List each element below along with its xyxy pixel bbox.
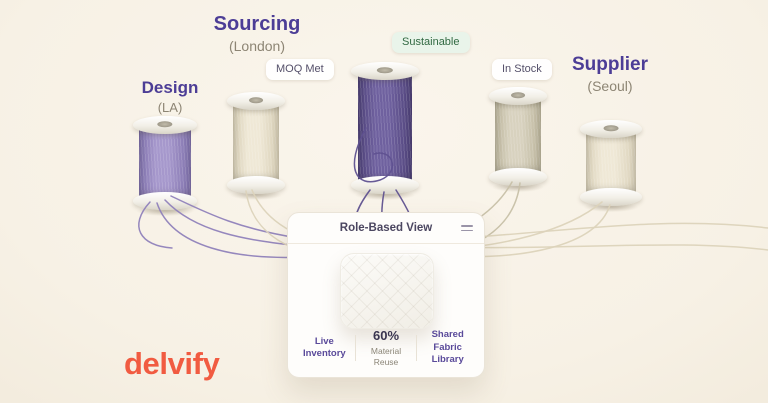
fabric-swatch [340,253,434,329]
supplier-subtitle: (Seoul) [587,78,633,94]
node-label-design: Design (LA) [126,78,214,115]
card-stats-row: Live Inventory 60% Material Reuse Shared… [294,328,478,368]
chip-in-stock: In Stock [492,59,552,80]
spool-top-flange [133,116,197,134]
spool-thread-barrel [232,101,280,185]
spool-bottom-flange [133,192,197,210]
stat-shared-fabric-library: Shared Fabric Library [431,329,464,366]
spool-hole [157,121,173,128]
delvify-logo: delvify [124,346,220,381]
spool-thread-barrel [586,129,636,197]
menu-icon[interactable] [461,225,473,231]
sourcing-subtitle: (London) [228,38,286,54]
spool-bottom-flange [351,176,419,194]
thread-spool-design [125,116,205,218]
design-subtitle: (LA) [157,100,183,115]
thread-spool-supplier [572,120,650,214]
stats-divider [354,335,356,361]
spool-hole [603,125,619,132]
thread-spool-sustainable [342,62,428,202]
spool-top-flange [351,62,419,80]
stats-divider [416,335,418,361]
spool-hole [249,97,263,104]
spool-bottom-flange [580,188,642,206]
card-header: Role-Based View [288,213,484,244]
spool-top-flange [227,92,285,110]
chip-sustainable: Sustainable [392,32,470,53]
sourcing-title: Sourcing [213,13,301,35]
supplier-title: Supplier [571,54,648,75]
spool-bottom-flange [227,176,285,194]
spool-thread-barrel [357,71,413,185]
design-title: Design [141,78,199,97]
stat-live-inventory: Live Inventory [302,335,346,359]
spool-hole [376,67,394,74]
stat-material-reuse-label: Material Reuse [370,345,402,367]
chip-moq-met: MOQ Met [266,59,334,80]
stat-material-reuse-value: 60% [372,328,400,344]
spool-top-flange [489,87,547,105]
node-label-supplier: Supplier (Seoul) [551,54,669,94]
card-title: Role-Based View [339,222,433,234]
spool-bottom-flange [489,168,547,186]
thread-spool-sourcing [220,92,292,202]
spool-hole [511,92,525,99]
spool-thread-barrel [139,125,191,201]
stat-material-reuse: 60% Material Reuse [356,328,417,368]
spool-top-flange [580,120,642,138]
thread-spool-instock [482,87,554,194]
role-based-view-card: Role-Based View Live Inventory 60% Mater… [287,212,485,378]
node-label-sourcing: Sourcing (London) [196,13,318,54]
spool-thread-barrel [494,96,542,177]
